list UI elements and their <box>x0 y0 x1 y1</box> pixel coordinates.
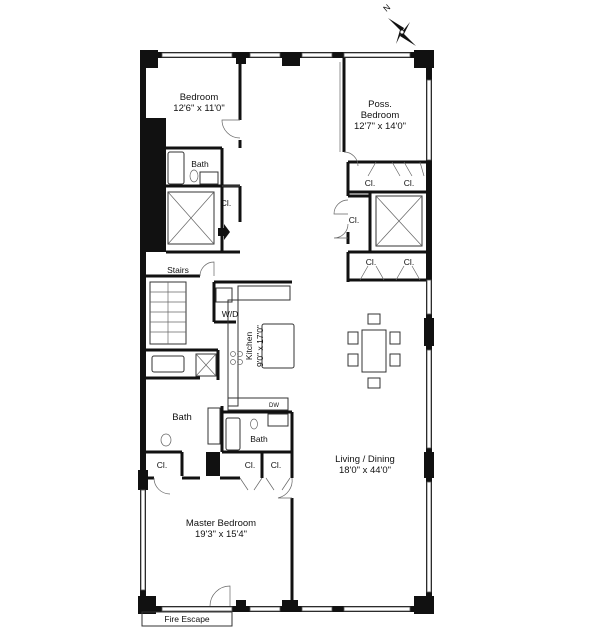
dishwasher-label: DW <box>269 403 279 409</box>
closet-label: Cl. <box>349 215 359 225</box>
living-dims: 18'0" x 44'0" <box>339 465 391 476</box>
bedroom-dims: 12'6" x 11'0" <box>173 103 224 114</box>
poss-bedroom-name-1: Poss. <box>368 99 392 110</box>
poss-bedroom-dims: 12'7" x 14'0" <box>354 121 406 132</box>
windows <box>140 52 432 612</box>
master-bedroom-name: Master Bedroom <box>186 518 256 529</box>
wd-name: W/D <box>222 309 239 319</box>
kitchen-name: Kitchen <box>244 332 254 361</box>
doors <box>153 119 425 607</box>
kitchen-dims: 9'0" x 17'0" <box>255 325 265 367</box>
bedroom-name: Bedroom <box>180 92 219 103</box>
closet-label: Cl. <box>404 257 414 267</box>
closet-labels: Cl. Cl. Cl. Cl. Cl. Cl. Cl. Cl. Cl. DW <box>157 178 414 470</box>
closet-label: Cl. <box>365 178 375 188</box>
room-labels: Bedroom 12'6" x 11'0" Poss. Bedroom 12'7… <box>164 92 406 624</box>
bath-master-name: Bath <box>172 412 192 423</box>
poss-bedroom-name-2: Bedroom <box>361 110 400 121</box>
master-bedroom-dims: 19'3" x 15'4" <box>195 529 247 540</box>
fire-escape-name: Fire Escape <box>164 614 210 624</box>
living-name: Living / Dining <box>335 454 395 465</box>
closet-label: Cl. <box>157 460 167 470</box>
fixtures <box>141 62 423 627</box>
arrow-icon <box>218 224 230 240</box>
stairs-name: Stairs <box>167 265 189 275</box>
compass-rose-icon: N <box>381 2 416 46</box>
closet-label: Cl. <box>404 178 414 188</box>
closet-label: Cl. <box>366 257 376 267</box>
closet-label: Cl. <box>271 460 281 470</box>
bath-top-name: Bath <box>191 159 209 169</box>
closet-label: Cl. <box>245 460 255 470</box>
bath-small-name: Bath <box>250 434 268 444</box>
closet-label: Cl. <box>221 198 231 208</box>
north-label: N <box>381 2 392 14</box>
